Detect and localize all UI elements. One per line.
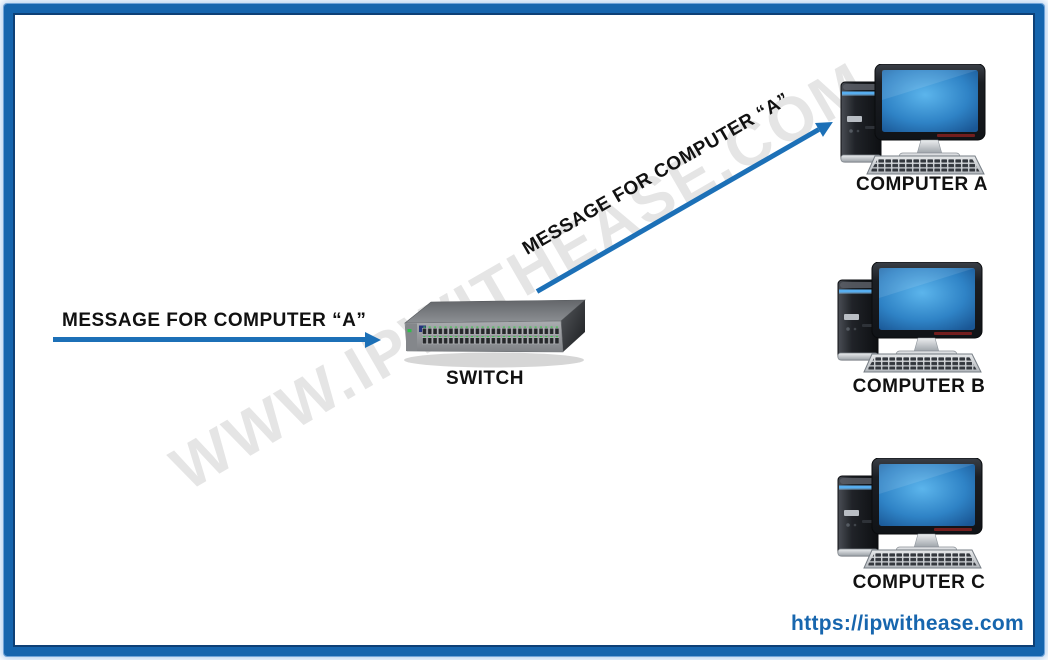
computer-c-icon xyxy=(834,458,984,570)
switch-label: SWITCH xyxy=(446,368,524,389)
computer-c-label: COMPUTER C xyxy=(852,572,986,593)
network-switch-icon xyxy=(404,299,586,368)
footer-site-url[interactable]: https://ipwithease.com xyxy=(791,612,1024,635)
computer-a-icon xyxy=(837,64,987,176)
computer-a-label: COMPUTER A xyxy=(855,174,989,195)
computer-b-label: COMPUTER B xyxy=(852,376,986,397)
arrow-to-switch xyxy=(53,337,365,342)
message-label-to-switch: MESSAGE FOR COMPUTER “A” xyxy=(62,310,367,331)
computer-b-icon xyxy=(834,262,984,374)
